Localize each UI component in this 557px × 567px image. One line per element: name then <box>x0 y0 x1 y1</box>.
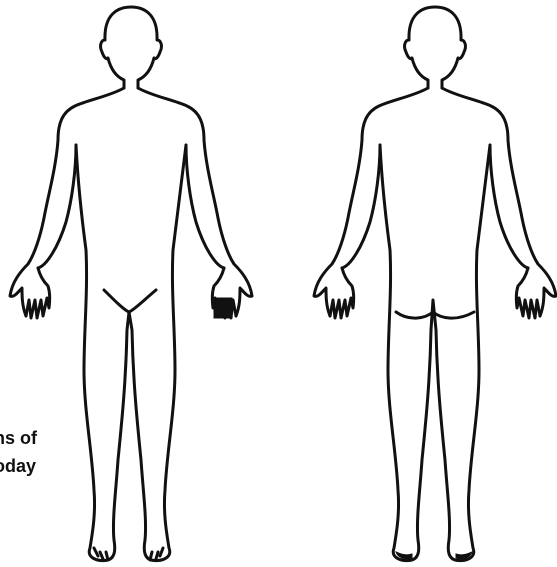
back-torso-legs <box>380 145 490 561</box>
front-feet <box>94 548 163 560</box>
back-right-hand <box>516 268 540 318</box>
front-body <box>10 88 252 316</box>
front-left-hand <box>26 268 50 318</box>
back-left-hand <box>330 268 354 318</box>
body-front-icon <box>0 0 260 567</box>
back-body <box>314 88 556 316</box>
front-head <box>101 7 162 88</box>
front-torso-legs <box>76 145 186 561</box>
front-groin <box>104 290 156 312</box>
back-head <box>405 7 466 88</box>
body-front-figure <box>0 0 260 567</box>
body-back-figure <box>300 0 557 567</box>
back-arms-inner <box>342 145 528 268</box>
body-back-icon <box>300 0 557 567</box>
front-arms-inner <box>38 145 224 268</box>
